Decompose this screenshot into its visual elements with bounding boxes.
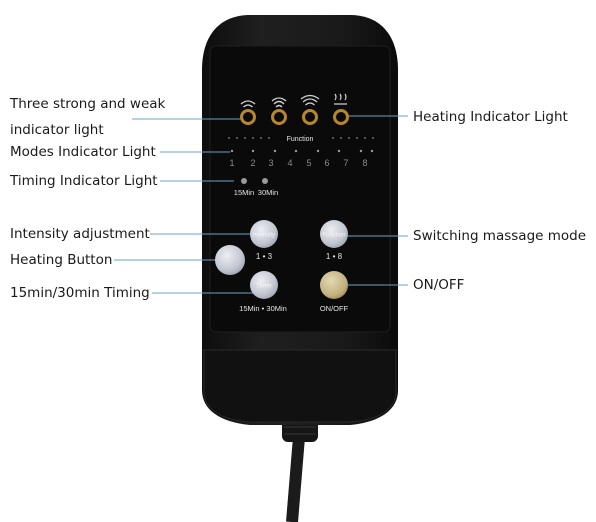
wave-icon	[300, 94, 320, 106]
function-range: 1 • 8	[326, 252, 343, 261]
mode-indicator-lights	[230, 149, 374, 153]
mode-number: 5	[306, 158, 311, 168]
timer-button[interactable]: Timer	[250, 271, 278, 299]
mode-number: 4	[287, 158, 292, 168]
intensity-light-2	[271, 97, 287, 125]
intensity-button[interactable]: Intensity	[250, 220, 278, 248]
function-button-label: Function	[322, 233, 345, 239]
heating-button[interactable]	[215, 245, 245, 275]
heating-indicator-light	[333, 93, 349, 125]
callout-switching-mode: Switching massage mode	[413, 228, 587, 244]
mode-numbers: 1 2 3 4 5 6 7 8	[229, 158, 367, 168]
mode-number: 6	[324, 158, 329, 168]
intensity-light-1	[240, 100, 256, 125]
callout-modes-light: Modes Indicator Light	[10, 144, 156, 160]
function-button[interactable]: Function	[320, 220, 348, 248]
function-header: Function	[287, 136, 314, 143]
intensity-light-3	[300, 94, 320, 125]
timer-button-label: Timer	[256, 283, 273, 290]
callout-heating-light: Heating Indicator Light	[413, 109, 568, 125]
onoff-label: ON/OFF	[320, 304, 349, 313]
mode-number: 2	[250, 158, 255, 168]
timer-indicator-lights: 15Min 30Min	[234, 178, 278, 197]
callout-lines	[114, 115, 408, 294]
callout-strong-weak-line1: Three strong and weak	[10, 96, 166, 112]
intensity-button-label: Intensity	[253, 233, 275, 239]
wave-icon	[240, 100, 256, 108]
mode-number: 3	[268, 158, 273, 168]
callout-timing-15-30: 15min/30min Timing	[10, 285, 150, 301]
timer-light-30	[262, 178, 268, 184]
heat-icon	[334, 93, 347, 105]
wave-icon	[271, 97, 287, 108]
callout-intensity-adjustment: Intensity adjustment	[10, 226, 150, 242]
callout-on-off: ON/OFF	[413, 277, 465, 293]
callout-timing-light: Timing Indicator Light	[10, 173, 158, 189]
intensity-range: 1 • 3	[256, 252, 273, 261]
onoff-button[interactable]	[320, 271, 348, 299]
indicator-dot-row	[228, 137, 374, 139]
callout-strong-weak-line2: indicator light	[10, 122, 104, 138]
timer-light-15	[241, 178, 247, 184]
mode-number: 1	[229, 158, 234, 168]
callout-heating-button: Heating Button	[10, 252, 113, 268]
remote-bottom-lip	[203, 349, 397, 423]
timer-range: 15Min • 30Min	[239, 304, 287, 313]
timer-15-label: 15Min	[234, 188, 254, 197]
intensity-indicator-lights	[240, 93, 349, 125]
mode-number: 7	[343, 158, 348, 168]
timer-30-label: 30Min	[258, 188, 278, 197]
mode-number: 8	[362, 158, 367, 168]
